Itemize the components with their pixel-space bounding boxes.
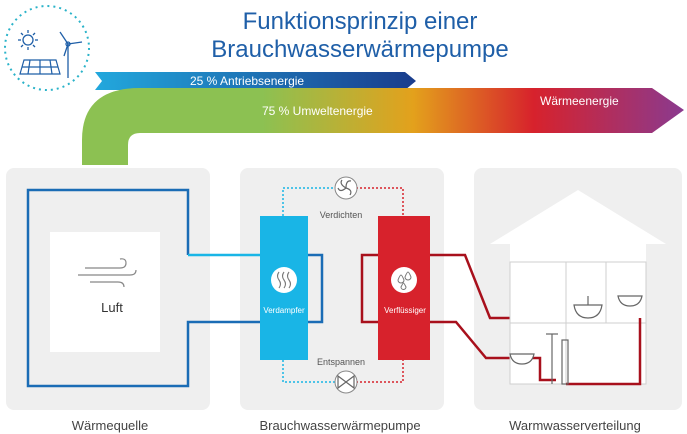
air-label: Luft [101,300,123,315]
house-icon [490,190,666,385]
refrigerant-circuit [282,187,404,383]
renewables-badge [4,5,90,91]
sink-icon [509,295,643,365]
droplets-icon [391,267,417,293]
shower-icon [546,333,569,385]
panel-label-distribution: Warmwasserverteilung [509,418,641,433]
fan-icon [334,176,358,200]
page-title-line-1: Funktionsprinzip einer [242,8,478,35]
panel-label-heat-source: Wärmequelle [71,418,149,433]
page-title-line-2: Brauchwasserwärmepumpe [211,36,509,63]
panel-label-heat-pump: Brauchwasserwärmepumpe [259,418,421,433]
heat-waves-icon [271,267,297,293]
wind-icon [78,258,137,288]
sun-icon [18,30,38,50]
condenser-label: Verflüssiger [384,306,426,315]
evaporator-label: Verdampfer [263,306,305,315]
bathtub-icon [573,296,603,319]
compress-label: Verdichten [319,210,363,220]
source-loop [26,188,260,388]
main-energy-arrow [82,88,684,165]
wind-turbine-icon [59,31,83,78]
energy-arrows [82,72,684,165]
valve-icon [334,370,358,394]
air-box [50,232,160,352]
expand-label: Entspannen [316,357,366,367]
heat-energy-label: Wärmeenergie [540,94,619,108]
drive-energy-label: 25 % Antriebsenergie [190,74,305,88]
drive-energy-arrow [95,72,416,90]
solar-panel-icon [19,59,61,75]
environmental-energy-label: 75 % Umweltenergie [262,104,373,118]
